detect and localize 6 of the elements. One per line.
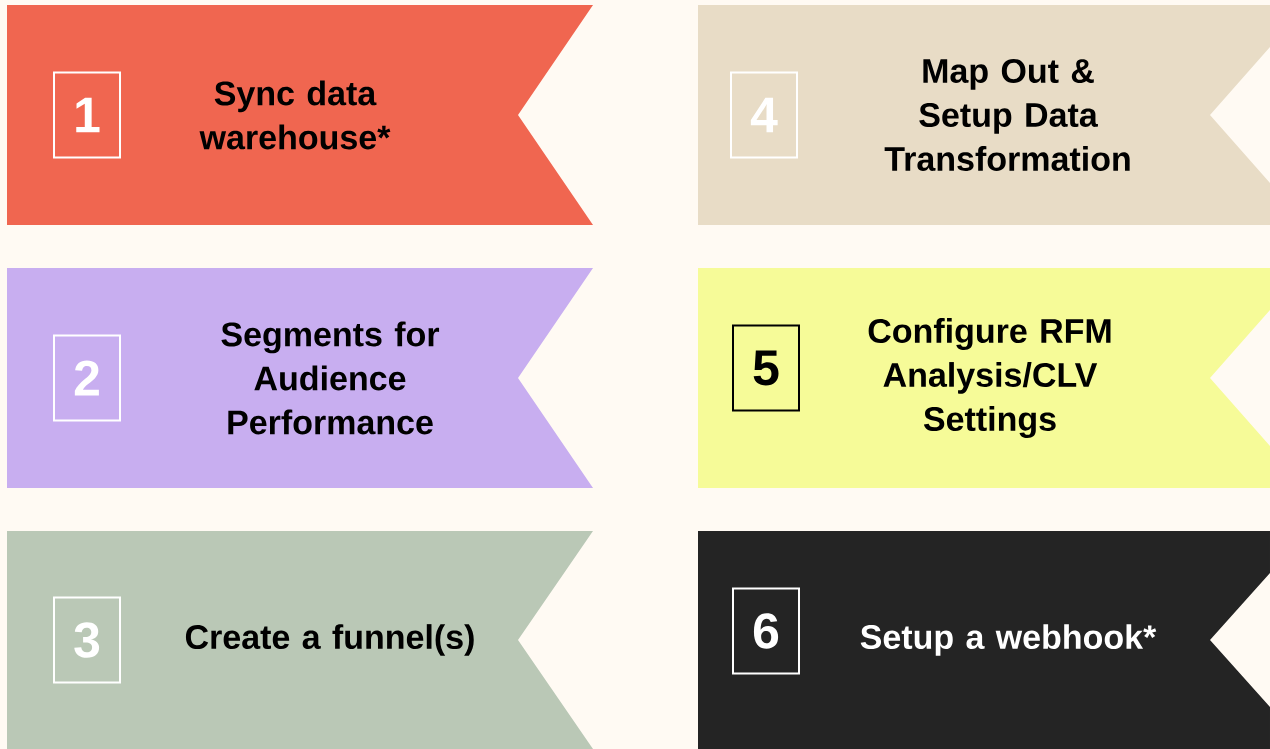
number-square: 2 — [53, 334, 121, 422]
number-square: 6 — [732, 587, 800, 675]
number-square: 1 — [53, 71, 121, 159]
number-square: 4 — [730, 71, 798, 159]
number-square: 3 — [53, 596, 121, 684]
number-square: 5 — [732, 324, 800, 412]
